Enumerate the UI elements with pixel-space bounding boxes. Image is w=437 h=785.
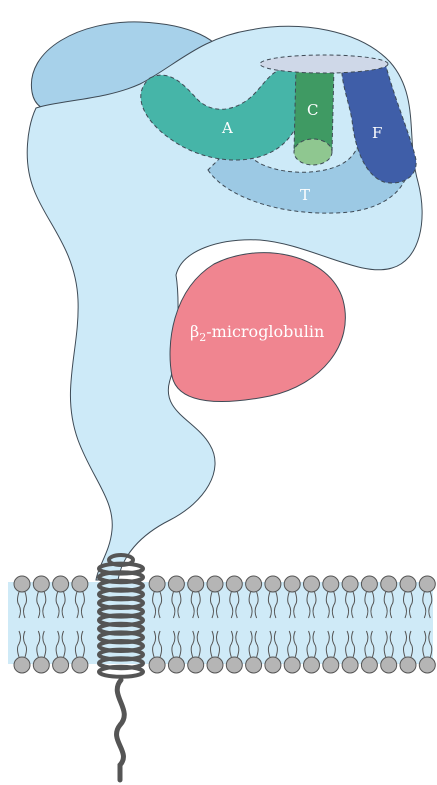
lipid-head (207, 657, 223, 673)
lipid-head (265, 576, 281, 592)
lipid-head (149, 576, 165, 592)
lipid-head (188, 657, 204, 673)
label-domain-c: C (307, 101, 318, 119)
lipid-head (419, 576, 435, 592)
label-b2m-subscript: 2 (199, 331, 206, 344)
lipid-head (149, 657, 165, 673)
lipid-head (14, 657, 30, 673)
lipid-head (381, 576, 397, 592)
label-domain-t: T (300, 186, 310, 204)
lipid-head (304, 657, 320, 673)
lipid-head (400, 576, 416, 592)
lipid-head (342, 576, 358, 592)
lipid-head (265, 657, 281, 673)
groove-lid (260, 55, 388, 73)
lipid-head (342, 657, 358, 673)
transmembrane-helix (99, 555, 143, 677)
lipid-head (226, 657, 242, 673)
lipid-head (72, 657, 88, 673)
lipid-head (72, 576, 88, 592)
lipid-head (53, 657, 69, 673)
lipid-head (246, 576, 262, 592)
helix-turn (99, 667, 143, 677)
label-b2m: β2-microglobulin (190, 322, 324, 344)
lipid-head (14, 576, 30, 592)
lipid-head (323, 576, 339, 592)
lipid-head (53, 576, 69, 592)
lipid-head (188, 576, 204, 592)
lipid-head (323, 657, 339, 673)
lipid-head (246, 657, 262, 673)
cytoplasmic-tail (117, 680, 125, 780)
lipid-head (400, 657, 416, 673)
lipid-head (381, 657, 397, 673)
label-b2m-prefix: β (190, 322, 199, 341)
label-b2m-suffix: -microglobulin (206, 322, 324, 341)
label-domain-f: F (372, 124, 382, 142)
lipid-head (168, 576, 184, 592)
lipid-head (168, 657, 184, 673)
lipid-head (284, 657, 300, 673)
lipid-head (226, 576, 242, 592)
lipid-head (33, 657, 49, 673)
membrane-band (8, 582, 433, 664)
lipid-head (419, 657, 435, 673)
lipid-head (304, 576, 320, 592)
lipid-head (284, 576, 300, 592)
domain-c-end (294, 139, 332, 165)
lipid-head (33, 576, 49, 592)
lipid-head (361, 576, 377, 592)
label-domain-a: A (221, 119, 233, 137)
lipid-head (207, 576, 223, 592)
lipid-head (361, 657, 377, 673)
